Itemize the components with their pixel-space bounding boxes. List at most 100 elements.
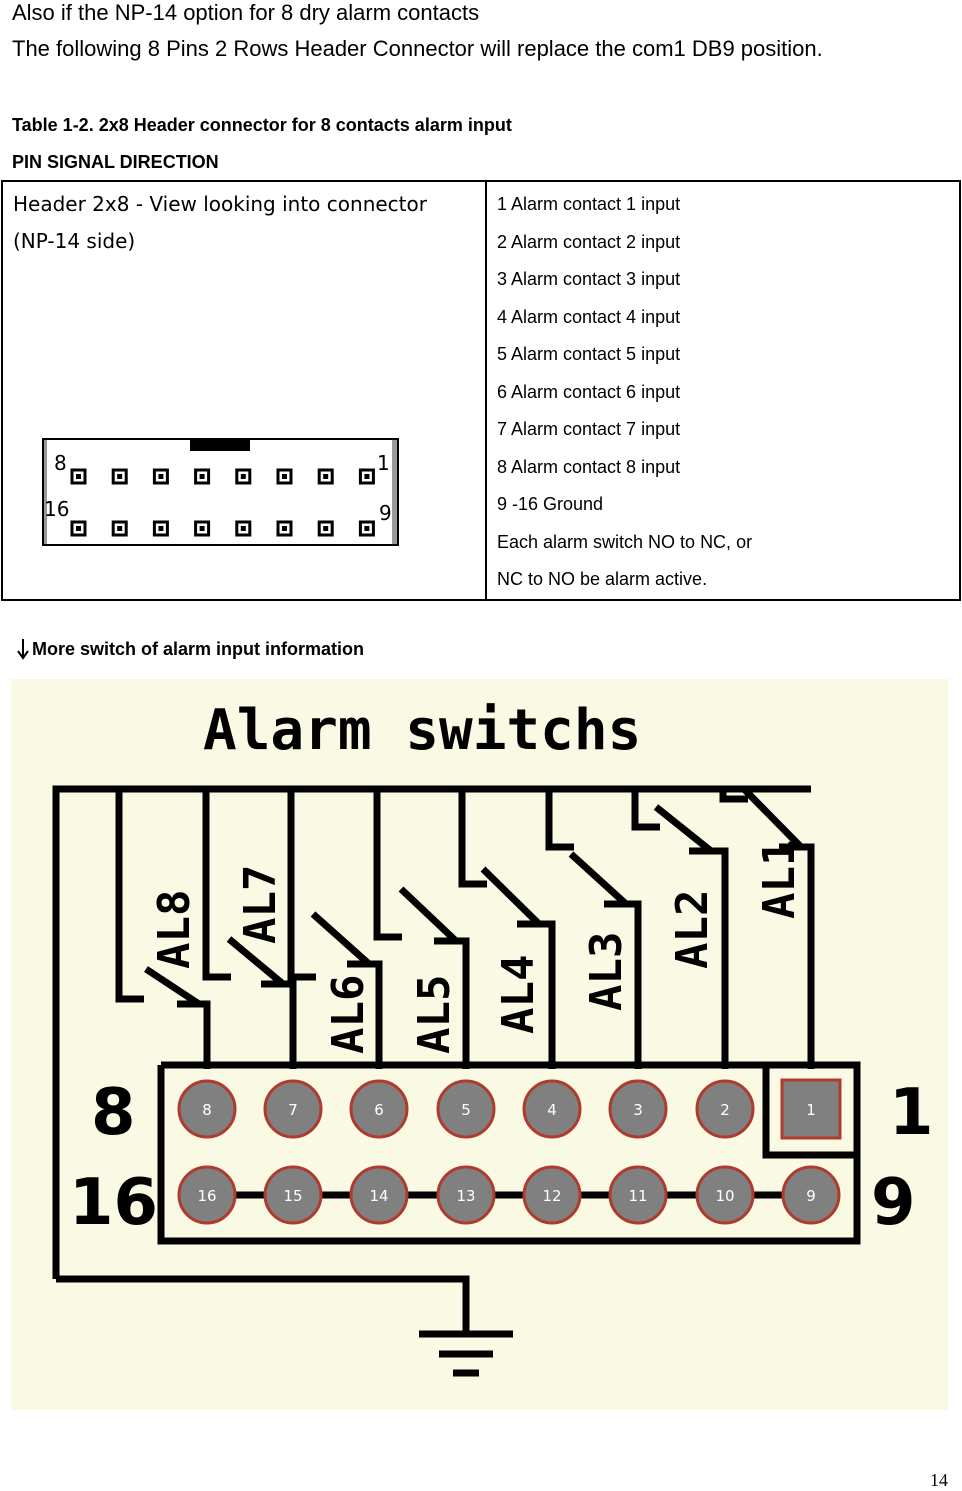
pin: 14 xyxy=(349,1165,409,1225)
wire xyxy=(56,1275,470,1334)
header-pad xyxy=(235,520,252,537)
pin-label: 5 xyxy=(461,1101,471,1119)
pin-description-row: 6 Alarm contact 6 input xyxy=(497,381,681,402)
pin: 11 xyxy=(608,1165,668,1225)
pin-label: 10 xyxy=(715,1187,734,1205)
switch-blade xyxy=(144,966,201,1007)
switch-blade xyxy=(741,786,804,850)
wire xyxy=(458,789,487,888)
header-pin-label-16: 16 xyxy=(44,497,69,521)
header-pin-label-9: 9 xyxy=(379,501,392,525)
header-pad xyxy=(111,468,128,485)
switch-label: AL6 xyxy=(323,975,374,1054)
pin-label: 12 xyxy=(542,1187,561,1205)
switch-label: AL1 xyxy=(754,840,805,919)
header-pad xyxy=(152,520,169,537)
wire xyxy=(261,980,297,1069)
pin-description-row: NC to NO be alarm active. xyxy=(497,569,708,589)
pin: 1 xyxy=(780,1078,842,1140)
pin: 12 xyxy=(522,1165,582,1225)
page-number: 14 xyxy=(930,1470,948,1490)
pin-label: 4 xyxy=(547,1101,557,1119)
header-pad xyxy=(194,468,211,485)
wire xyxy=(115,789,144,1003)
pin: 5 xyxy=(436,1079,496,1139)
table-caption: Table 1-2. 2x8 Header connector for 8 co… xyxy=(12,115,512,135)
more-info-text: More switch of alarm input information xyxy=(32,639,365,659)
wire xyxy=(689,847,729,1069)
pin-description-row: 2 Alarm contact 2 input xyxy=(497,231,681,252)
header-pad xyxy=(317,520,334,537)
switch-label: AL3 xyxy=(581,932,632,1011)
pin-description-cell: 1 Alarm contact 1 input 2 Alarm contact 2… xyxy=(485,180,961,601)
row-label-top-left: 8 xyxy=(91,1076,136,1150)
connector-outline xyxy=(157,1065,861,1245)
diagram-title: Alarm switchs xyxy=(203,698,641,763)
header-cell: Header 2x8 - View looking into connector… xyxy=(1,180,487,601)
wire xyxy=(604,900,642,1069)
pin-description-row: Each alarm switch NO to NC, or xyxy=(497,531,753,552)
pin-label: 6 xyxy=(374,1101,384,1119)
header-title-line-2: (NP-14 side) xyxy=(13,229,136,253)
header-pad xyxy=(70,520,87,537)
pin-description-row: 5 Alarm contact 5 input xyxy=(497,344,681,364)
switch-blade xyxy=(568,851,629,907)
wire xyxy=(434,937,470,1069)
pin-table: Header 2x8 - View looking into connector… xyxy=(1,180,961,601)
header-pin-label-1: 1 xyxy=(377,451,390,475)
header-cell-title: Header 2x8 - View looking into connector… xyxy=(13,186,485,260)
pin-description-row: 9 -16 Ground xyxy=(497,494,604,514)
row-label-bottom-right: 9 xyxy=(871,1166,916,1240)
header-connector-image: 8 1 16 9 xyxy=(42,438,399,546)
switch-blade xyxy=(226,936,286,987)
header-pad xyxy=(111,520,128,537)
pin-description-row: 1 Alarm contact 1 input xyxy=(497,194,681,214)
switch-label: AL2 xyxy=(667,890,718,969)
pin: 16 xyxy=(177,1165,237,1225)
pin: 7 xyxy=(263,1079,323,1139)
header-pad xyxy=(276,468,293,485)
pin-description-list: 1 Alarm contact 1 input 2 Alarm contact 2… xyxy=(487,182,959,599)
wire xyxy=(52,785,811,1279)
wire xyxy=(517,920,556,1069)
pin: 10 xyxy=(695,1165,755,1225)
wire xyxy=(177,1000,211,1069)
row-label-top-right: 1 xyxy=(889,1076,934,1150)
pin-label: 11 xyxy=(628,1187,647,1205)
pin: 6 xyxy=(349,1079,409,1139)
header-pad xyxy=(358,520,375,537)
header-pin-label-8: 8 xyxy=(54,451,67,475)
column-caption: PIN SIGNAL DIRECTION xyxy=(12,152,219,172)
pin-label: 1 xyxy=(806,1101,816,1119)
switch-blade xyxy=(398,886,459,944)
pin-label: 7 xyxy=(288,1101,298,1119)
pin: 4 xyxy=(522,1079,582,1139)
intro-line-2: The following 8 Pins 2 Rows Header Conne… xyxy=(12,36,823,61)
wire xyxy=(545,789,574,851)
switch-blade xyxy=(480,866,542,927)
pin: 9 xyxy=(781,1165,841,1225)
pin-label: 9 xyxy=(806,1187,816,1205)
header-pad xyxy=(70,468,87,485)
pin-label: 16 xyxy=(197,1187,216,1205)
header-pad xyxy=(152,468,169,485)
switch-label: AL5 xyxy=(409,975,460,1054)
pin-label: 3 xyxy=(633,1101,643,1119)
switch-label: AL8 xyxy=(149,890,200,969)
diagram-background xyxy=(11,679,948,1410)
intro-line-1: Also if the NP-14 option for 8 dry alarm… xyxy=(12,0,480,25)
wire xyxy=(287,789,316,981)
header-pad xyxy=(194,520,211,537)
pin-description-row: 8 Alarm contact 8 input xyxy=(497,456,681,477)
wire xyxy=(779,843,815,1069)
wire xyxy=(719,789,748,803)
wire xyxy=(202,789,231,981)
wire xyxy=(347,960,383,1069)
pin: 3 xyxy=(608,1079,668,1139)
header-title-line-1: Header 2x8 - View looking into connector xyxy=(13,192,427,216)
header-pad xyxy=(317,468,334,485)
pin: 2 xyxy=(695,1079,755,1139)
wire xyxy=(373,789,402,941)
row-label-bottom-left: 16 xyxy=(69,1166,158,1240)
